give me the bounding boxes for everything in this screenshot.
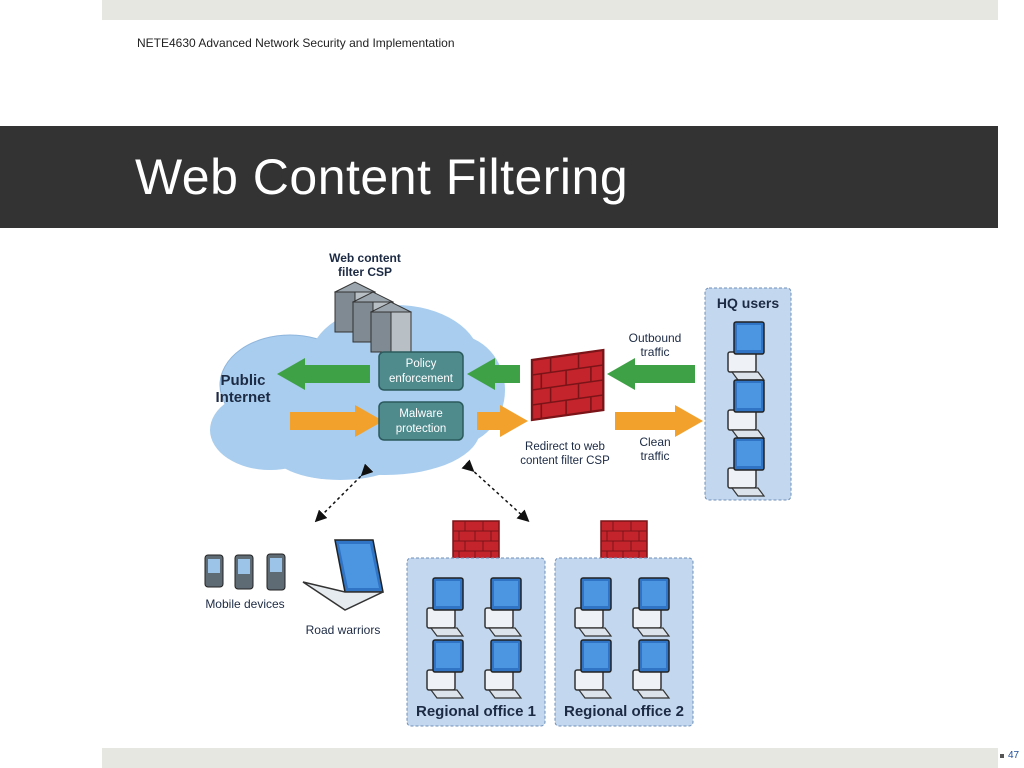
redirect-line2: content filter CSP bbox=[520, 455, 610, 467]
page-bullet bbox=[1000, 754, 1004, 758]
top-bar bbox=[102, 0, 998, 20]
csp-label-line1: Web content bbox=[329, 251, 401, 265]
green-arrow-outbound-left bbox=[277, 358, 370, 390]
laptop-icon bbox=[302, 539, 384, 611]
mobile-devices-icon bbox=[204, 553, 286, 591]
orange-arrow-clean-left bbox=[290, 405, 383, 437]
clean-line1: Clean bbox=[639, 435, 670, 449]
road-warriors-label: Road warriors bbox=[306, 623, 381, 637]
outbound-line1: Outbound bbox=[629, 331, 682, 345]
malware-line2: protection bbox=[396, 423, 447, 435]
web-content-filtering-diagram: Web content filter CSP Public Internet P… bbox=[204, 251, 792, 727]
regional-firewall-2-icon bbox=[600, 520, 648, 562]
clean-line2: traffic bbox=[640, 449, 669, 463]
green-arrow-outbound-right bbox=[607, 358, 695, 390]
malware-protection-box bbox=[378, 401, 464, 441]
csp-label-line2: filter CSP bbox=[338, 265, 392, 279]
public-internet-line2: Internet bbox=[215, 389, 270, 406]
title-band bbox=[0, 126, 998, 228]
malware-line1: Malware bbox=[399, 408, 442, 420]
server-stack-icon bbox=[333, 281, 413, 353]
regional-office-2-label: Regional office 2 bbox=[564, 703, 684, 720]
mobile-devices-label: Mobile devices bbox=[205, 597, 284, 611]
main-firewall-icon bbox=[530, 348, 605, 422]
page-number: 47 bbox=[1008, 750, 1020, 761]
slide-title: Web Content Filtering bbox=[135, 149, 629, 205]
policy-line1: Policy bbox=[406, 358, 437, 370]
outbound-line2: traffic bbox=[640, 345, 669, 359]
regional-link-arrow bbox=[461, 459, 530, 523]
regional-office-1-box bbox=[406, 557, 546, 727]
regional-firewall-1-icon bbox=[452, 520, 500, 562]
hq-users-label: HQ users bbox=[717, 295, 779, 311]
green-arrow-outbound-mid bbox=[467, 358, 520, 390]
bottom-bar bbox=[102, 748, 998, 768]
public-internet-line1: Public bbox=[220, 372, 265, 389]
orange-arrow-clean-mid bbox=[477, 405, 528, 437]
course-header: NETE4630 Advanced Network Security and I… bbox=[137, 36, 455, 50]
redirect-line1: Redirect to web bbox=[525, 441, 605, 453]
orange-arrow-clean-right bbox=[615, 405, 703, 437]
regional-office-1-label: Regional office 1 bbox=[416, 703, 536, 720]
policy-line2: enforcement bbox=[389, 373, 454, 385]
regional-office-2-box bbox=[554, 557, 694, 727]
policy-enforcement-box bbox=[378, 351, 464, 391]
mobile-link-arrow bbox=[314, 463, 374, 523]
